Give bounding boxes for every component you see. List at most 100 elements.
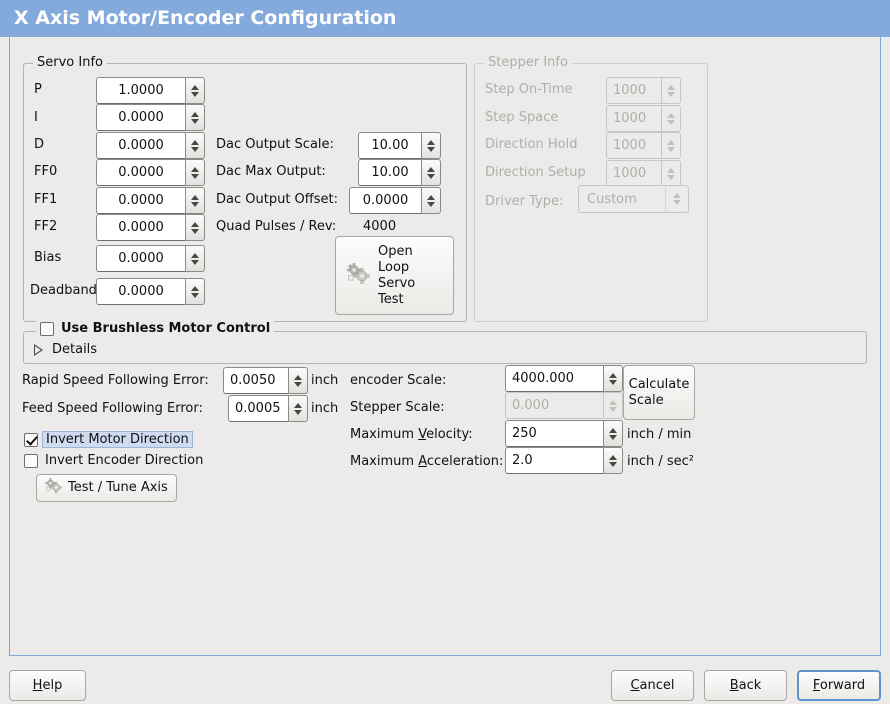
servo-input-deadband-spinner[interactable] — [186, 278, 205, 305]
spin-down-icon[interactable] — [427, 201, 435, 207]
brushless-checkbox-box[interactable] — [40, 321, 54, 336]
maximum-acceleration-value[interactable]: 2.0 — [505, 447, 604, 474]
servo-input-deadband[interactable]: 0.0000 — [96, 278, 205, 305]
encoder-scale-value[interactable]: 4000.000 — [505, 365, 604, 392]
servo-input-ff2-value[interactable]: 0.0000 — [96, 214, 186, 241]
invert-encoder-direction-checkbox[interactable]: Invert Encoder Direction — [24, 453, 203, 468]
details-expander[interactable]: Details — [34, 342, 97, 357]
dac-output-scale-input[interactable]: 10.00 — [358, 132, 441, 159]
spin-up-icon[interactable] — [294, 374, 302, 380]
invert-motor-direction-checkbox[interactable]: Invert Motor Direction — [24, 431, 193, 448]
maximum-acceleration-spinner[interactable] — [604, 447, 623, 474]
servo-input-i-value[interactable]: 0.0000 — [96, 104, 186, 131]
spin-down-icon[interactable] — [191, 173, 199, 179]
servo-input-d-spinner[interactable] — [186, 132, 205, 159]
feed-following-error-spinner[interactable] — [289, 395, 308, 422]
rapid-following-error-spinner[interactable] — [289, 367, 308, 394]
spin-down-icon[interactable] — [609, 434, 617, 440]
spin-down-icon[interactable] — [191, 292, 199, 298]
servo-input-p-spinner[interactable] — [186, 77, 205, 104]
spin-up-icon[interactable] — [191, 111, 199, 117]
dac-max-output-spinner[interactable] — [422, 159, 441, 186]
forward-button[interactable]: Forward — [797, 670, 881, 701]
servo-input-ff0[interactable]: 0.0000 — [96, 159, 205, 186]
chevron-right-icon[interactable] — [34, 343, 43, 356]
help-button[interactable]: Help — [9, 670, 86, 701]
spin-down-icon[interactable] — [427, 146, 435, 152]
spin-up-icon[interactable] — [609, 427, 617, 433]
servo-input-p[interactable]: 1.0000 — [96, 77, 205, 104]
spin-down-icon[interactable] — [191, 201, 199, 207]
invert-motor-checkbox-box[interactable] — [24, 432, 38, 447]
spin-up-icon[interactable] — [427, 194, 435, 200]
servo-input-bias-spinner[interactable] — [186, 245, 205, 272]
spin-up-icon[interactable] — [191, 221, 199, 227]
details-expander-label[interactable]: Details — [52, 342, 98, 357]
spin-down-icon[interactable] — [609, 379, 617, 385]
use-brushless-motor-control-checkbox[interactable]: Use Brushless Motor Control — [36, 321, 275, 336]
spin-up-icon[interactable] — [191, 285, 199, 291]
spin-up-icon[interactable] — [609, 454, 617, 460]
feed-following-error-value[interactable]: 0.0005 — [228, 395, 289, 422]
rapid-following-error-input[interactable]: 0.0050 — [223, 367, 308, 394]
encoder-scale-input[interactable]: 4000.000 — [505, 365, 623, 392]
servo-input-bias-value[interactable]: 0.0000 — [96, 245, 186, 272]
spin-up-icon[interactable] — [294, 402, 302, 408]
invert-encoder-checkbox-box[interactable] — [24, 453, 38, 468]
rapid-following-error-value[interactable]: 0.0050 — [223, 367, 289, 394]
servo-input-i-spinner[interactable] — [186, 104, 205, 131]
spin-down-icon[interactable] — [609, 461, 617, 467]
test-tune-axis-button[interactable]: Test / Tune Axis — [36, 474, 177, 502]
dac-output-offset-input[interactable]: 0.0000 — [349, 187, 441, 214]
servo-input-i[interactable]: 0.0000 — [96, 104, 205, 131]
servo-input-ff1[interactable]: 0.0000 — [96, 187, 205, 214]
spin-up-icon[interactable] — [427, 166, 435, 172]
servo-input-d-value[interactable]: 0.0000 — [96, 132, 186, 159]
spin-up-icon[interactable] — [609, 372, 617, 378]
maximum-acceleration-input[interactable]: 2.0 — [505, 447, 623, 474]
spin-down-icon[interactable] — [191, 91, 199, 97]
spin-down-icon[interactable] — [191, 118, 199, 124]
spin-down-icon[interactable] — [427, 173, 435, 179]
dac-output-scale-value[interactable]: 10.00 — [358, 132, 422, 159]
servo-input-ff2[interactable]: 0.0000 — [96, 214, 205, 241]
dac-output-offset-spinner[interactable] — [422, 187, 441, 214]
invert-motor-checkbox-label[interactable]: Invert Motor Direction — [42, 431, 193, 448]
spin-down-icon[interactable] — [191, 146, 199, 152]
spin-up-icon[interactable] — [427, 139, 435, 145]
spin-up-icon[interactable] — [191, 194, 199, 200]
spin-up-icon[interactable] — [191, 84, 199, 90]
brushless-checkbox-label[interactable]: Use Brushless Motor Control — [61, 321, 271, 336]
spin-down-icon[interactable] — [294, 409, 302, 415]
dac-output-scale-spinner[interactable] — [422, 132, 441, 159]
spin-up-icon[interactable] — [191, 139, 199, 145]
cancel-button[interactable]: Cancel — [611, 670, 694, 701]
maximum-velocity-value[interactable]: 250 — [505, 420, 604, 447]
servo-input-ff0-value[interactable]: 0.0000 — [96, 159, 186, 186]
back-button[interactable]: Back — [704, 670, 787, 701]
servo-input-bias[interactable]: 0.0000 — [96, 245, 205, 272]
feed-following-error-input[interactable]: 0.0005 — [228, 395, 308, 422]
dac-output-offset-value[interactable]: 0.0000 — [349, 187, 422, 214]
spin-down-icon[interactable] — [294, 381, 302, 387]
dac-max-output-value[interactable]: 10.00 — [358, 159, 422, 186]
maximum-velocity-spinner[interactable] — [604, 420, 623, 447]
dac-max-output-input[interactable]: 10.00 — [358, 159, 441, 186]
spin-up-icon[interactable] — [191, 252, 199, 258]
servo-input-p-value[interactable]: 1.0000 — [96, 77, 186, 104]
servo-input-d[interactable]: 0.0000 — [96, 132, 205, 159]
maximum-velocity-input[interactable]: 250 — [505, 420, 623, 447]
servo-input-ff0-spinner[interactable] — [186, 159, 205, 186]
servo-input-ff1-value[interactable]: 0.0000 — [96, 187, 186, 214]
spin-down-icon[interactable] — [191, 228, 199, 234]
spin-up-icon[interactable] — [191, 166, 199, 172]
encoder-scale-spinner[interactable] — [604, 365, 623, 392]
servo-input-deadband-value[interactable]: 0.0000 — [96, 278, 186, 305]
invert-encoder-checkbox-label[interactable]: Invert Encoder Direction — [45, 453, 204, 468]
spin-down-icon[interactable] — [191, 259, 199, 265]
servo-input-ff1-spinner[interactable] — [186, 187, 205, 214]
servo-input-ff2-spinner[interactable] — [186, 214, 205, 241]
